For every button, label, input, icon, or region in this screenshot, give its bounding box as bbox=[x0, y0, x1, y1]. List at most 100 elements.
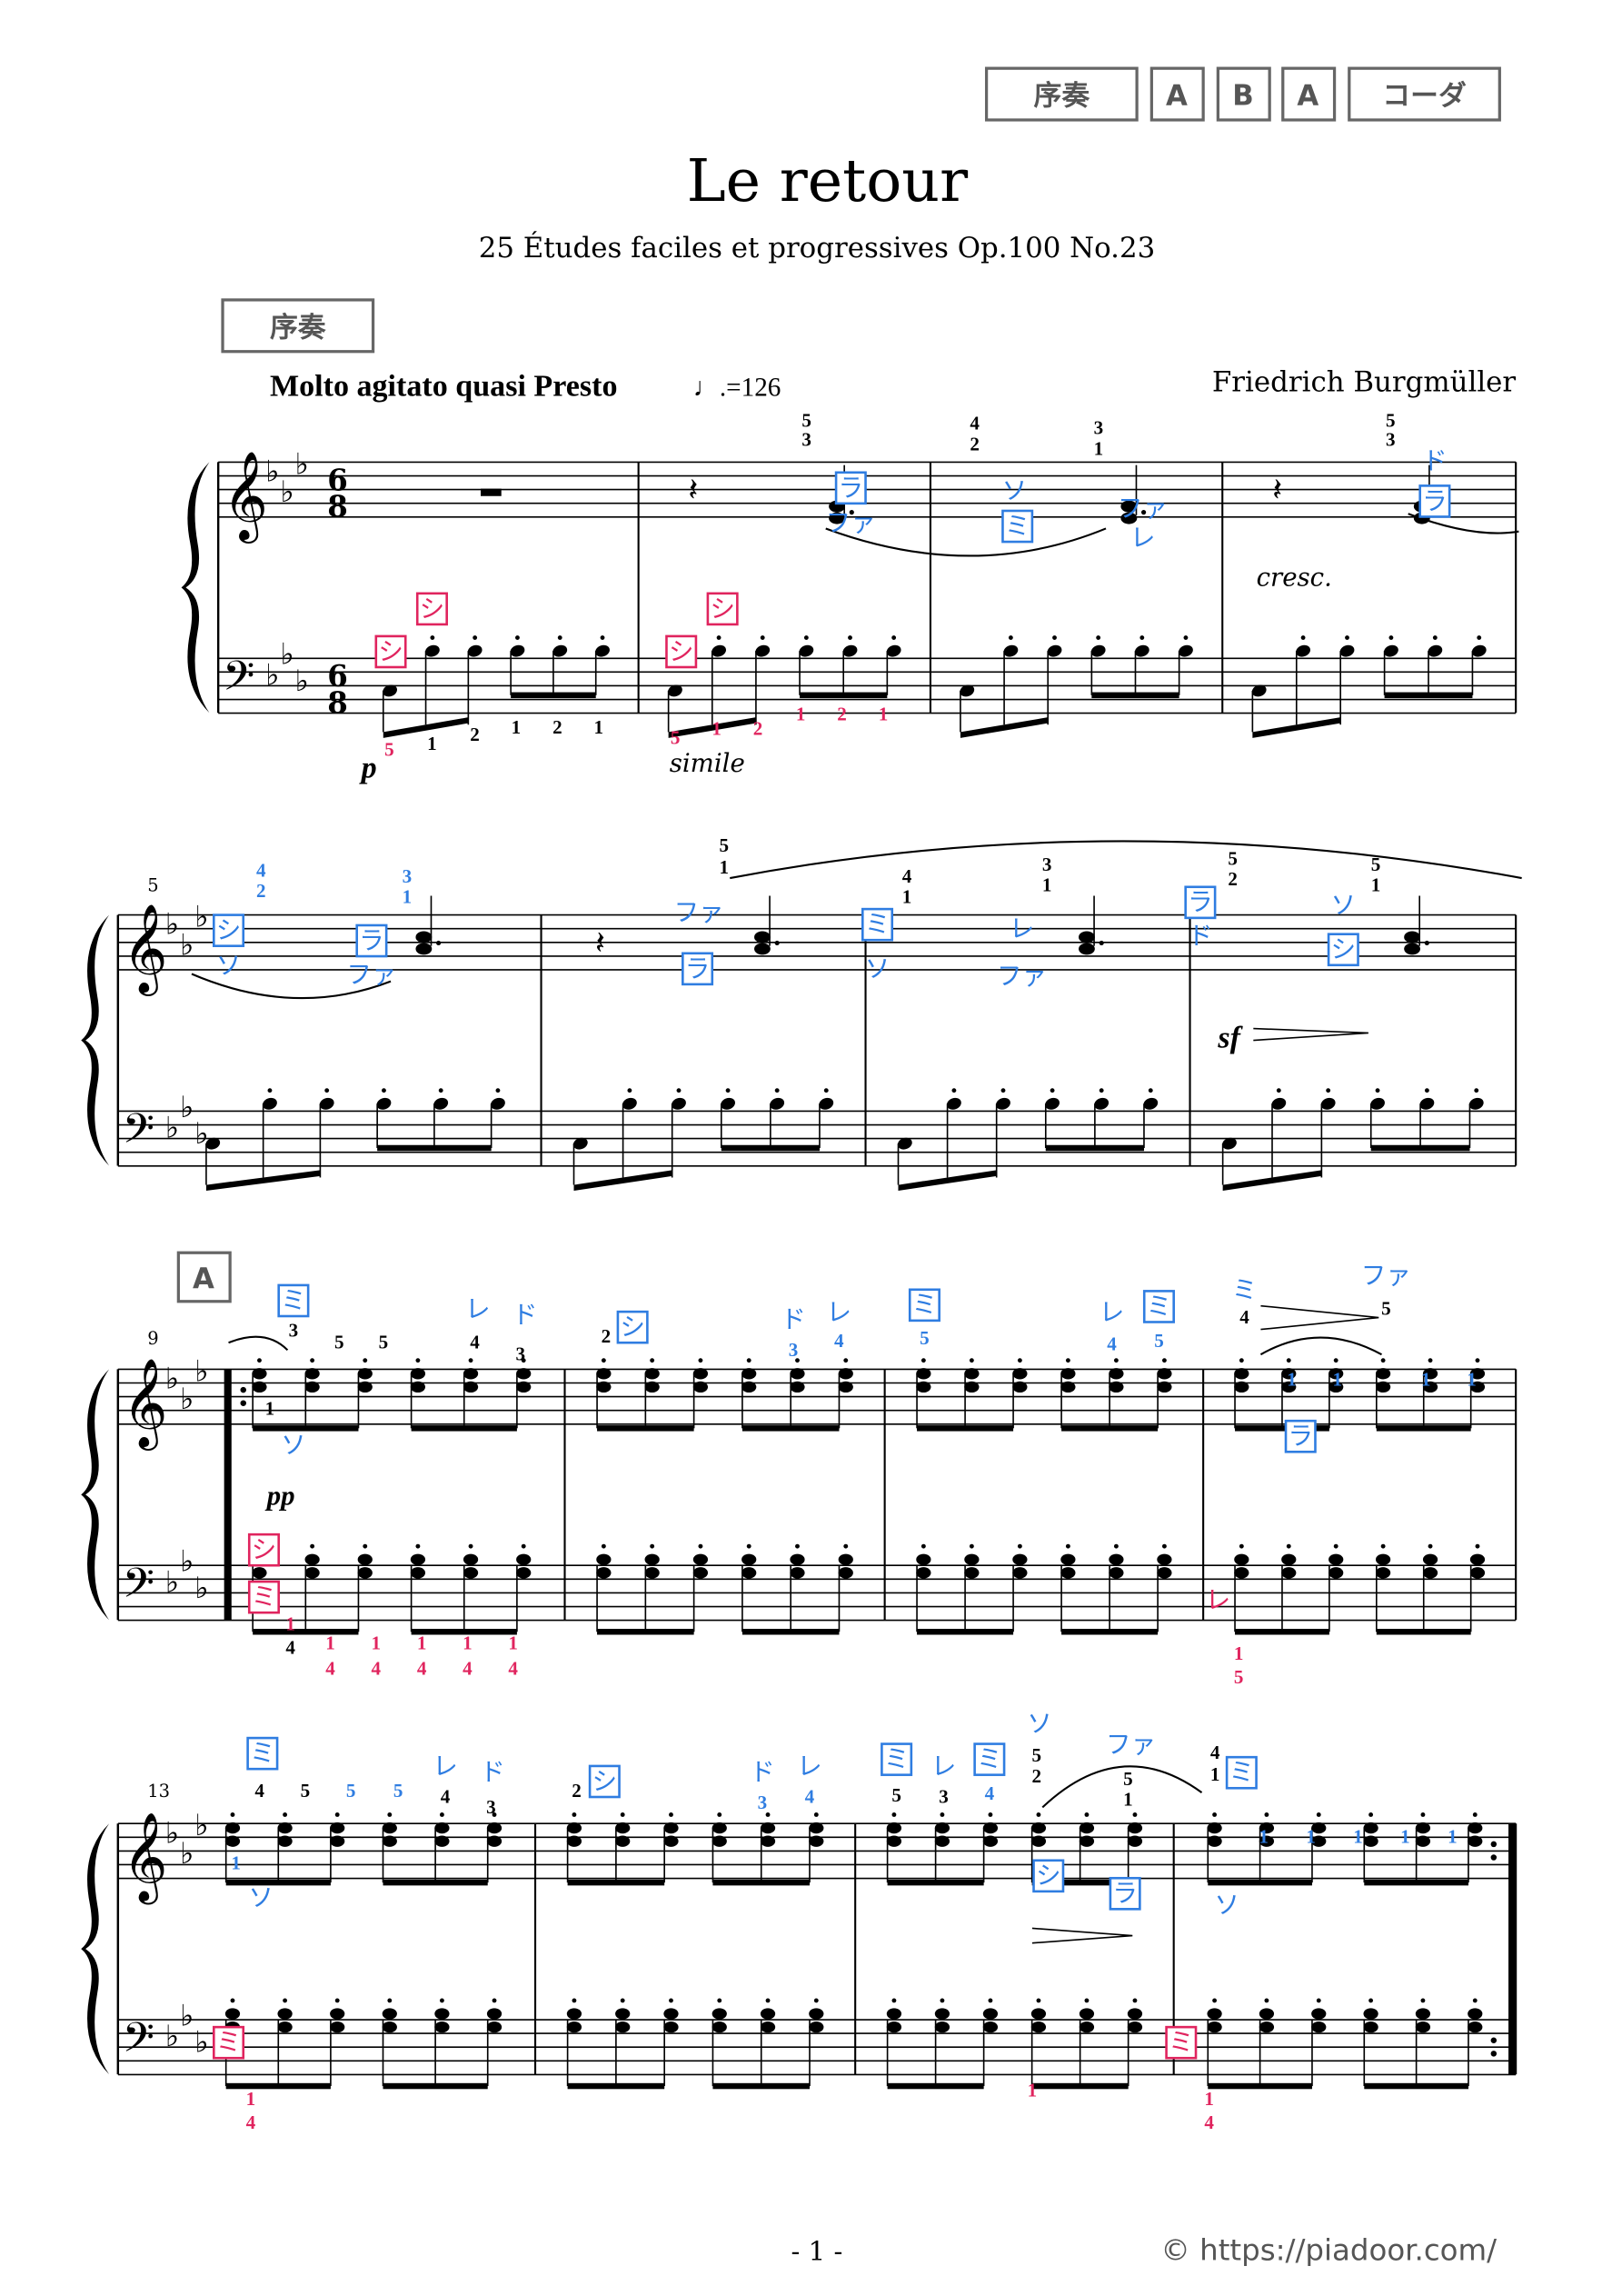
nav-tab-intro[interactable]: 序奏 bbox=[984, 66, 1139, 122]
beam bbox=[1370, 1144, 1470, 1152]
solfege-label: ソ bbox=[1002, 475, 1028, 505]
solfege-label: ミ bbox=[1232, 1275, 1258, 1305]
fingering-number: 4 bbox=[441, 1785, 451, 1807]
solfege-label-boxed: ラ bbox=[1109, 1876, 1141, 1911]
staccato-dot bbox=[774, 1088, 780, 1093]
note-head bbox=[934, 1822, 950, 1834]
staccato-dot bbox=[572, 1998, 577, 2003]
fingering-number: 5 bbox=[393, 1780, 403, 1802]
note-head bbox=[463, 1567, 479, 1579]
solfege-text: シ bbox=[710, 594, 735, 624]
note-head bbox=[934, 1835, 950, 1847]
label-box bbox=[616, 1310, 649, 1344]
repeat-barline bbox=[224, 1369, 232, 1621]
composer: Friedrich Burgmüller bbox=[1212, 366, 1517, 399]
staccato-dot bbox=[620, 1998, 625, 2003]
solfege-label-boxed: ミ bbox=[861, 907, 894, 942]
note-head bbox=[1109, 1553, 1124, 1565]
solfege-label: ファ bbox=[826, 508, 876, 538]
solfege-label: レ bbox=[931, 1752, 957, 1782]
fingering-number: 3 bbox=[939, 1785, 949, 1807]
dot bbox=[849, 510, 854, 515]
fingering-number: 1 bbox=[1094, 437, 1104, 459]
fingering-number: 1 bbox=[902, 886, 912, 908]
beam bbox=[225, 1879, 331, 1886]
fingering-number: 1 bbox=[1306, 1825, 1316, 1847]
fingering-number: 3 bbox=[289, 1320, 299, 1342]
section-label-text: 序奏 bbox=[270, 312, 327, 344]
note-head bbox=[1422, 1567, 1438, 1579]
note-head bbox=[1109, 1381, 1124, 1393]
note-head bbox=[566, 2008, 582, 2020]
staccato-dot bbox=[813, 1998, 819, 2003]
copyright-link[interactable]: © https://piadoor.com/ bbox=[1160, 2233, 1497, 2268]
staccato-dot bbox=[1113, 1358, 1119, 1363]
staccato-dot bbox=[1017, 1358, 1022, 1363]
note-head bbox=[1281, 1553, 1297, 1565]
solfege-text: ラ bbox=[1112, 1878, 1138, 1908]
note-head bbox=[1271, 1097, 1287, 1110]
note-head bbox=[886, 1835, 902, 1847]
staccato-dot bbox=[1420, 1812, 1426, 1817]
flat-icon: ♭ bbox=[165, 2019, 179, 2053]
nav-tab-coda[interactable]: コーダ bbox=[1348, 66, 1501, 122]
solfege-label: ソ bbox=[1027, 1709, 1052, 1739]
note-head bbox=[1079, 2008, 1095, 2020]
solfege-text: ド bbox=[512, 1300, 538, 1330]
note-head bbox=[1259, 1835, 1275, 1847]
label-box bbox=[908, 1288, 940, 1323]
note-head bbox=[1296, 644, 1310, 657]
repeat-dot bbox=[1490, 2051, 1498, 2057]
note-head bbox=[1234, 1567, 1249, 1579]
nav-tab-b[interactable]: B bbox=[1216, 66, 1271, 122]
fingering-number: 3 bbox=[758, 1792, 768, 1813]
staccato-dot bbox=[669, 1812, 673, 1817]
note-head bbox=[1030, 1835, 1047, 1847]
note-head bbox=[946, 1097, 961, 1110]
note-head bbox=[1003, 644, 1019, 657]
beam bbox=[1364, 2082, 1468, 2090]
note-head bbox=[886, 2008, 902, 2020]
staccato-dot bbox=[1475, 1358, 1480, 1363]
fingering-number: 1 bbox=[427, 733, 437, 754]
solfege-label: レ bbox=[1130, 523, 1156, 553]
note-head bbox=[263, 1097, 277, 1110]
note-head bbox=[886, 2021, 902, 2033]
fingering-number: 3 bbox=[1042, 854, 1052, 875]
note-head bbox=[376, 1097, 392, 1110]
fingering-number: 4 bbox=[285, 1637, 295, 1659]
fingering-number: 4 bbox=[372, 1657, 382, 1679]
nav-tab-a2[interactable]: A bbox=[1281, 66, 1337, 122]
note-head bbox=[754, 931, 771, 943]
note-head bbox=[829, 512, 845, 524]
label-box bbox=[277, 1283, 310, 1318]
beam bbox=[1252, 717, 1341, 738]
note-head bbox=[615, 1822, 631, 1834]
solfege-label: ソ bbox=[865, 953, 891, 983]
staccato-dot bbox=[557, 635, 562, 640]
flat-icon: ♭ bbox=[194, 2025, 208, 2060]
note-head bbox=[410, 1567, 426, 1579]
solfege-label-boxed: ミ bbox=[246, 1736, 279, 1771]
note-head bbox=[252, 1381, 267, 1393]
staccato-dot bbox=[1000, 1088, 1006, 1093]
label-box bbox=[1184, 885, 1217, 920]
solfege-label: ソ bbox=[248, 1882, 274, 1912]
solfege-text: ソ bbox=[1002, 475, 1028, 505]
solfege-label: ド bbox=[1422, 446, 1448, 476]
staccato-dot bbox=[334, 1812, 340, 1817]
staccato-dot bbox=[725, 1088, 731, 1093]
staccato-dot bbox=[1065, 1358, 1070, 1363]
time-signature: 8 bbox=[327, 685, 348, 720]
nav-tab-a[interactable]: A bbox=[1149, 66, 1205, 122]
note-head bbox=[1127, 1822, 1143, 1834]
label-box bbox=[1109, 1876, 1141, 1911]
fingering-number: 1 bbox=[1204, 2088, 1214, 2110]
note-head bbox=[692, 1381, 709, 1393]
staccato-dot bbox=[1052, 635, 1057, 640]
flat-icon: ♭ bbox=[295, 446, 309, 481]
note-head bbox=[663, 2008, 679, 2020]
flat-icon: ♭ bbox=[194, 1571, 208, 1605]
note-head bbox=[615, 2021, 631, 2033]
fingering-number: 5 bbox=[334, 1332, 344, 1353]
